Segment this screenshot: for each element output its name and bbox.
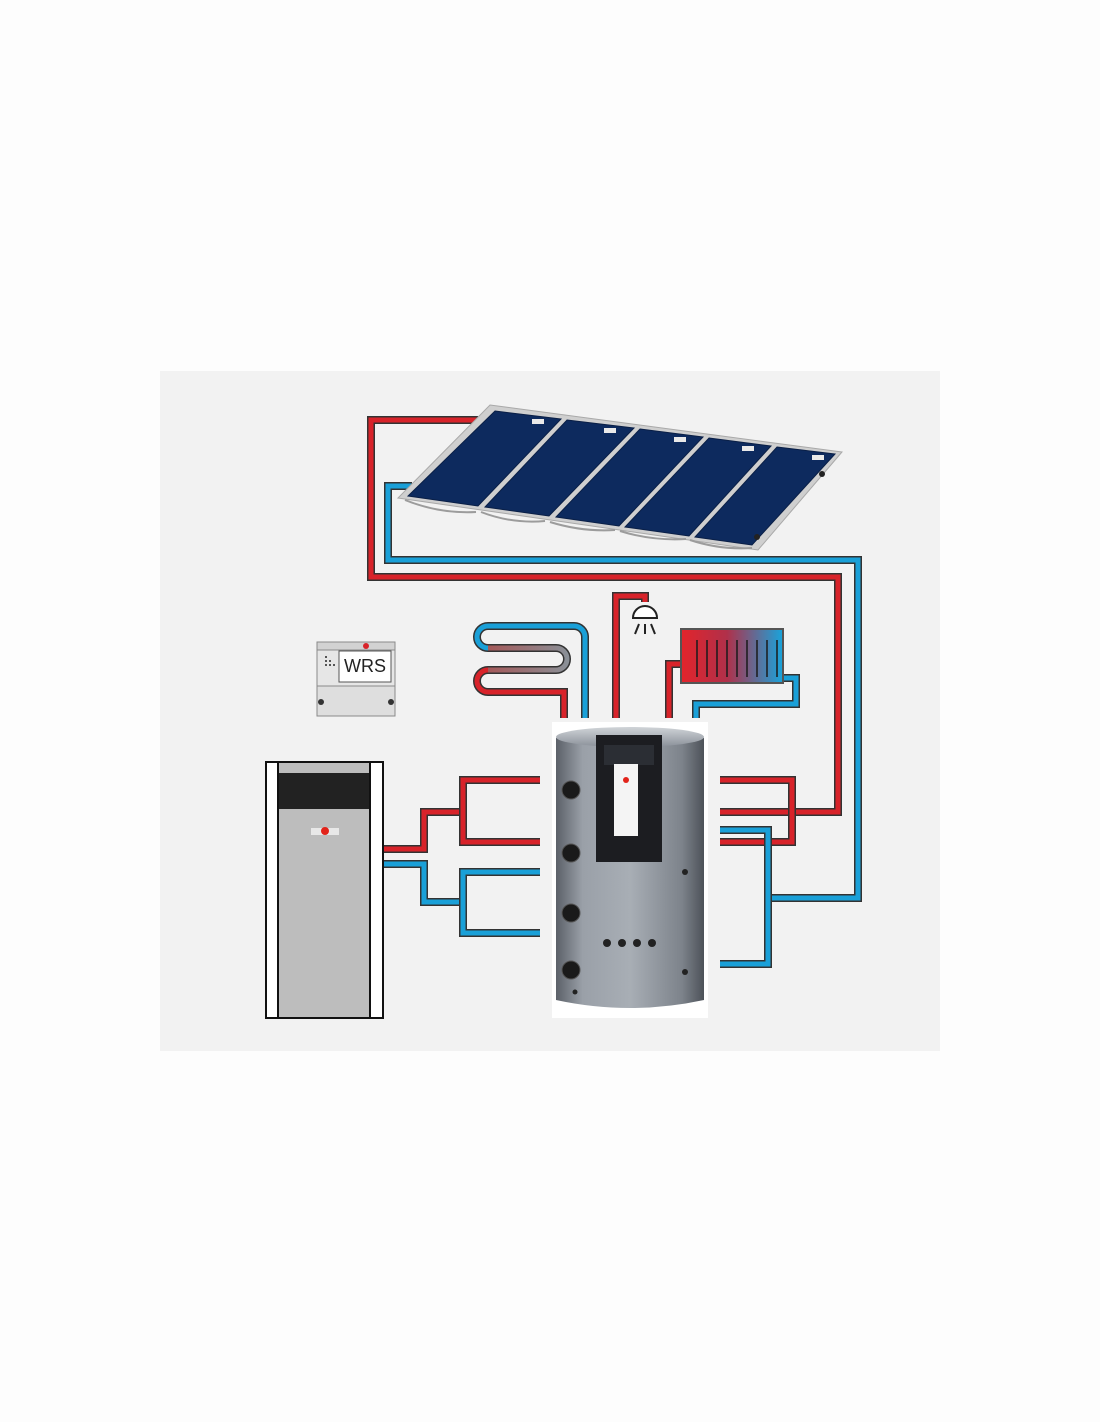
floor-heating-coil (473, 622, 589, 718)
collector-hot-pipe (367, 416, 842, 816)
collector-cold-pipe (384, 482, 862, 902)
radiator-return-pipe (692, 674, 800, 718)
boiler-return-pipe (384, 860, 540, 937)
tank-logo-icon (623, 777, 629, 783)
radiator-flow-pipe (665, 660, 682, 718)
solar-collector-icon (406, 410, 837, 546)
storage-tank-icon (552, 722, 708, 1018)
boiler-icon (265, 761, 384, 1019)
controller-icon: WRS (316, 641, 396, 717)
shower-pipe (612, 592, 649, 718)
boiler-logo-icon (321, 827, 329, 835)
tank-right-cold-pipe (720, 826, 772, 968)
collector-logo-icons (532, 419, 824, 460)
boiler-flow-pipe (384, 776, 540, 853)
tank-ports (561, 780, 581, 980)
shower-icon (631, 605, 659, 635)
controller-label: WRS (344, 656, 386, 676)
tank-right-hot-pipe (720, 776, 796, 846)
solar-collector-array (396, 404, 843, 551)
pipes (367, 416, 862, 968)
radiator-icon (680, 628, 784, 684)
